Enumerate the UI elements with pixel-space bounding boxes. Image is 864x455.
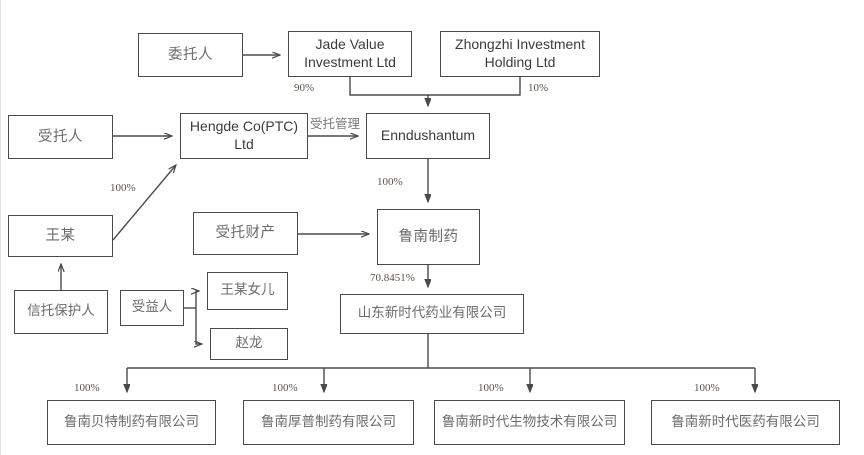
node-lunan-xsd-bio[interactable]: 鲁南新时代生物技术有限公司 xyxy=(434,400,625,445)
node-shandong-xsd[interactable]: 山东新时代药业有限公司 xyxy=(340,294,524,334)
edge-label-90-percent: 90% xyxy=(294,82,315,94)
node-lunan-xsd-med[interactable]: 鲁南新时代医药有限公司 xyxy=(651,400,840,445)
edge-beneficiary-to-zhaolong xyxy=(196,308,202,344)
edge-label-100-percent-houpu: 100% xyxy=(272,382,298,394)
edge-label-10-percent: 10% xyxy=(528,82,549,94)
edge-wang-to-hengde xyxy=(112,165,176,241)
node-jade-value[interactable]: Jade Value Investment Ltd xyxy=(288,31,412,77)
edge-label-100-percent-beite: 100% xyxy=(74,382,100,394)
edge-label-100-percent-med: 100% xyxy=(694,382,720,394)
edge-label-100-percent-enndushantum: 100% xyxy=(377,176,403,188)
node-lunan-pharma[interactable]: 鲁南制药 xyxy=(377,209,480,265)
node-lunan-houpu[interactable]: 鲁南厚普制药有限公司 xyxy=(243,400,414,445)
node-zhongzhi[interactable]: Zhongzhi Investment Holding Ltd xyxy=(440,31,600,77)
edge-jade-to-merge xyxy=(349,77,428,96)
node-beneficiary[interactable]: 受益人 xyxy=(120,290,184,326)
node-lunan-beite[interactable]: 鲁南贝特制药有限公司 xyxy=(47,400,216,445)
node-settlor[interactable]: 委托人 xyxy=(138,33,243,77)
edge-label-70-8451-percent: 70.8451% xyxy=(370,272,415,284)
edge-label-100-percent-bio: 100% xyxy=(478,382,504,394)
node-wang[interactable]: 王某 xyxy=(8,215,113,257)
edge-beneficiary-to-daughter xyxy=(196,291,199,308)
node-trustee[interactable]: 受托人 xyxy=(8,115,113,159)
edge-label-100-percent-wang: 100% xyxy=(110,182,136,194)
node-protector[interactable]: 信托保护人 xyxy=(14,290,108,334)
node-zhaolong[interactable]: 赵龙 xyxy=(210,328,288,360)
node-trust-property[interactable]: 受托财产 xyxy=(193,212,298,255)
node-hengde[interactable]: Hengde Co(PTC) Ltd xyxy=(180,113,308,159)
page-left-rule xyxy=(0,0,1,455)
node-wang-daughter[interactable]: 王某女儿 xyxy=(207,272,288,310)
edge-zhongzhi-to-merge xyxy=(428,77,521,96)
edge-label-entrusted-management: 受托管理 xyxy=(310,116,361,131)
node-enndushantum[interactable]: Enndushantum xyxy=(366,113,490,159)
